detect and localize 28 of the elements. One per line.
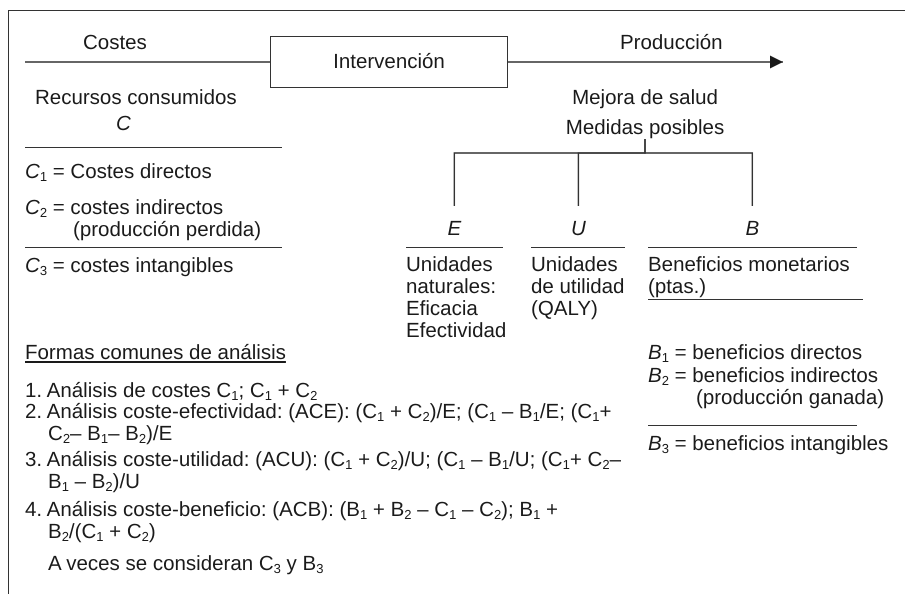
process-box: Intervención <box>270 36 508 88</box>
text-label: B$_{1}$ = beneficios directos <box>648 342 862 364</box>
text-label: B$_{3}$ = beneficios intangibles <box>648 433 888 455</box>
text-label: C$_{1}$ = Costes directos <box>25 161 212 183</box>
text-label: Recursos consumidos <box>35 87 237 109</box>
text-label: 2. Análisis coste-efectividad: (ACE): (C$_{1}$ + C$_{2}$)/E; (C$_{1}$ – B$_{1}$/E; (C$_{1}$+ C$_{2}$– B$_{1}$– B$_{2}$)/E <box>25 401 612 445</box>
text-label: C$_{3}$ = costes intangibles <box>25 255 234 277</box>
text-label: 4. Análisis coste-beneficio: (ACB): (B$_{1}$ + B$_{2}$ – C$_{1}$ – C$_{2}$); B$_{1}$ + B$_{2}$/(C$_{1}$ + C$_{2}$) <box>25 499 559 543</box>
text-label: B$_{2}$ = beneficios indirectos (producción ganada) <box>648 365 886 409</box>
edge-label: Producción <box>620 32 723 54</box>
column-heading: B <box>746 218 760 240</box>
column-description: Unidades naturales: Eficacia Efectividad <box>406 254 508 342</box>
arrow <box>508 56 783 68</box>
section-heading: Formas comunes de análisis <box>25 342 286 364</box>
column-heading: E <box>448 218 462 240</box>
text-label: A veces se consideran C$_{3}$ y B$_{3}$ <box>48 553 324 575</box>
text-label: C <box>116 113 131 135</box>
edge-label: Costes <box>83 32 147 54</box>
text-label: C$_{2}$ = costes indirectos (producción perdida) <box>25 197 262 241</box>
text-label: 1. Análisis de costes C$_{1}$; C$_{1}$ + C$_{2}$ <box>25 380 318 402</box>
text-label: Mejora de salud <box>571 87 719 109</box>
column-description: Unidades de utilidad (QALY) <box>531 254 626 320</box>
text-label: 3. Análisis coste-utilidad: (ACU): (C$_{1}$ + C$_{2}$)/U; (C$_{1}$ – B$_{1}$/U; (C$_{1}$+ C$_{2}$– B$_{1}$ – B$_{2}$)/U <box>25 449 622 493</box>
column-description: Beneficios monetarios (ptas.) <box>648 254 851 298</box>
connector-line <box>644 139 754 206</box>
text-label: Medidas posibles <box>564 117 726 139</box>
connector-line <box>25 61 270 63</box>
column-heading: U <box>571 218 586 240</box>
